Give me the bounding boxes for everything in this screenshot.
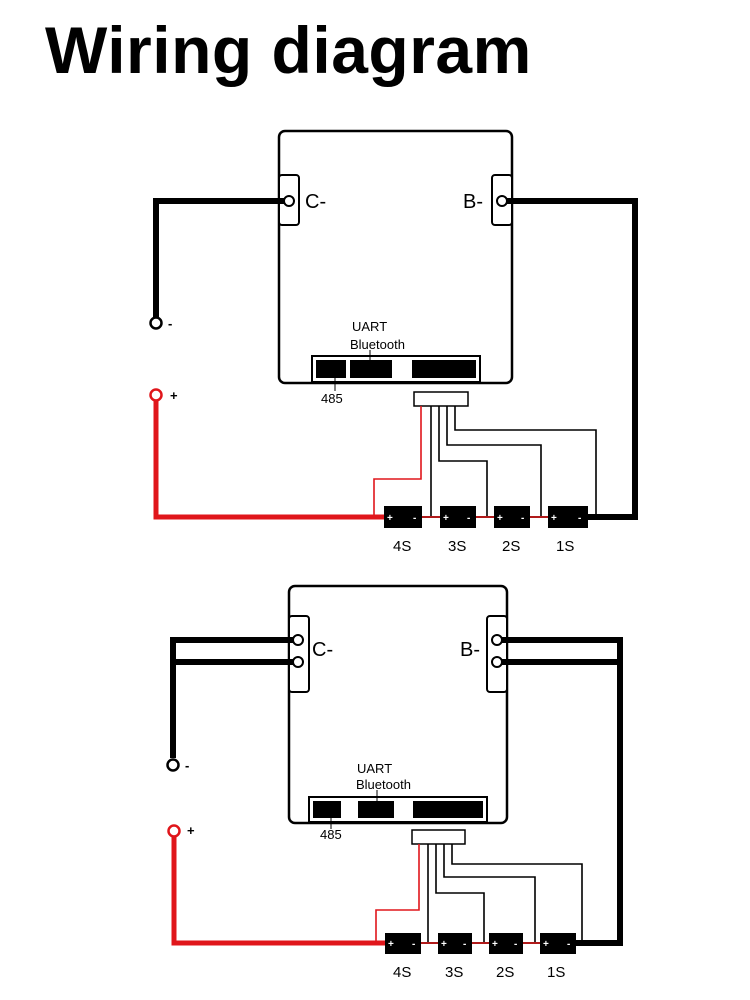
cell-plus-sign: + (388, 939, 394, 950)
cell-label: 4S (393, 964, 411, 981)
cell-minus-sign: - (578, 513, 581, 524)
cell-body (494, 506, 530, 528)
negative-output-terminal (166, 758, 180, 772)
negative-output-label: - (185, 758, 189, 773)
diagram-single-terminal: C- B- UART Bluetooth 485 - + (149, 129, 638, 555)
cell-body (385, 933, 421, 954)
cell-body (440, 506, 476, 528)
cell-plus-sign: + (492, 939, 498, 950)
balance-lead-4s (375, 844, 420, 943)
b-minus-terminal (491, 634, 503, 646)
cell-minus-sign: - (567, 939, 570, 950)
c-minus-label: C- (305, 191, 326, 213)
cell-4s: + - 4S (385, 933, 421, 981)
cell-label: 3S (445, 964, 463, 981)
positive-output-wire (171, 837, 385, 946)
c-minus-label: C- (312, 639, 333, 661)
positive-output-terminal (149, 388, 163, 402)
negative-output-terminal (149, 316, 163, 330)
cell-1s: + - 1S (540, 933, 576, 981)
cell-plus-sign: + (497, 513, 503, 524)
diagram-double-terminal: C- B- UART Bluetooth 485 - + (166, 584, 623, 981)
balance-lead-1s (443, 844, 536, 943)
uart-label: UART (352, 319, 387, 334)
cell-body (540, 933, 576, 954)
cell-minus-sign: - (463, 939, 466, 950)
c-minus-terminal (283, 195, 295, 207)
cell-minus-sign: - (514, 939, 517, 950)
cell-minus-sign: - (467, 513, 470, 524)
negative-output-wire (170, 637, 293, 758)
cell-4s: + - 4S (384, 506, 422, 555)
positive-output-label: + (187, 823, 195, 838)
balance-lead-b-minus (454, 406, 597, 517)
cell-minus-sign: - (521, 513, 524, 524)
cell-minus-sign: - (413, 513, 416, 524)
port-485-label: 485 (321, 391, 343, 406)
cell-label: 2S (496, 964, 514, 981)
bluetooth-label: Bluetooth (356, 777, 411, 792)
b-minus-battery-wire (502, 637, 623, 946)
cell-3s: + - 3S (438, 933, 472, 981)
balance-plug (413, 391, 469, 407)
balance-lead-2s (438, 406, 488, 517)
cell-3s: + - 3S (440, 506, 476, 555)
balance-plug (411, 829, 466, 845)
cell-label: 1S (547, 964, 565, 981)
c-minus-terminal-block (288, 615, 310, 693)
balance-lead-2s (435, 844, 485, 943)
bluetooth-socket (413, 801, 483, 818)
cell-label: 4S (393, 538, 411, 555)
cell-plus-sign: + (551, 513, 557, 524)
b-minus-label: B- (463, 191, 483, 213)
bluetooth-socket (412, 360, 476, 378)
negative-output-label: - (168, 316, 172, 331)
b-minus-terminal-block (486, 615, 508, 693)
port-485-socket (313, 801, 341, 818)
b-minus-battery-wire (507, 198, 638, 520)
balance-lead-b-minus (451, 844, 583, 943)
cell-body (548, 506, 588, 528)
positive-output-terminal (167, 824, 181, 838)
cell-label: 2S (502, 538, 520, 555)
positive-output-label: + (170, 388, 178, 403)
cell-plus-sign: + (543, 939, 549, 950)
port-485-socket (316, 360, 346, 378)
cell-body (438, 933, 472, 954)
cell-label: 1S (556, 538, 574, 555)
uart-label: UART (357, 761, 392, 776)
b-minus-terminal (491, 656, 503, 668)
page-title: Wiring diagram (45, 13, 532, 87)
cell-minus-sign: - (412, 939, 415, 950)
port-485-label: 485 (320, 827, 342, 842)
cell-plus-sign: + (441, 939, 447, 950)
balance-lead-4s (373, 406, 422, 517)
positive-output-wire (153, 401, 384, 520)
cell-2s: + - 2S (494, 506, 530, 555)
negative-output-wire (153, 198, 284, 317)
cell-body (489, 933, 523, 954)
cell-plus-sign: + (443, 513, 449, 524)
c-minus-terminal (292, 634, 304, 646)
bluetooth-label: Bluetooth (350, 337, 405, 352)
cell-1s: + - 1S (548, 506, 588, 555)
cell-label: 3S (448, 538, 466, 555)
uart-socket (350, 360, 392, 378)
b-minus-label: B- (460, 639, 480, 661)
cell-plus-sign: + (387, 513, 393, 524)
c-minus-terminal (292, 656, 304, 668)
uart-socket (358, 801, 394, 818)
cell-2s: + - 2S (489, 933, 523, 981)
b-minus-terminal (496, 195, 508, 207)
balance-lead-1s (446, 406, 542, 517)
cell-body (384, 506, 422, 528)
